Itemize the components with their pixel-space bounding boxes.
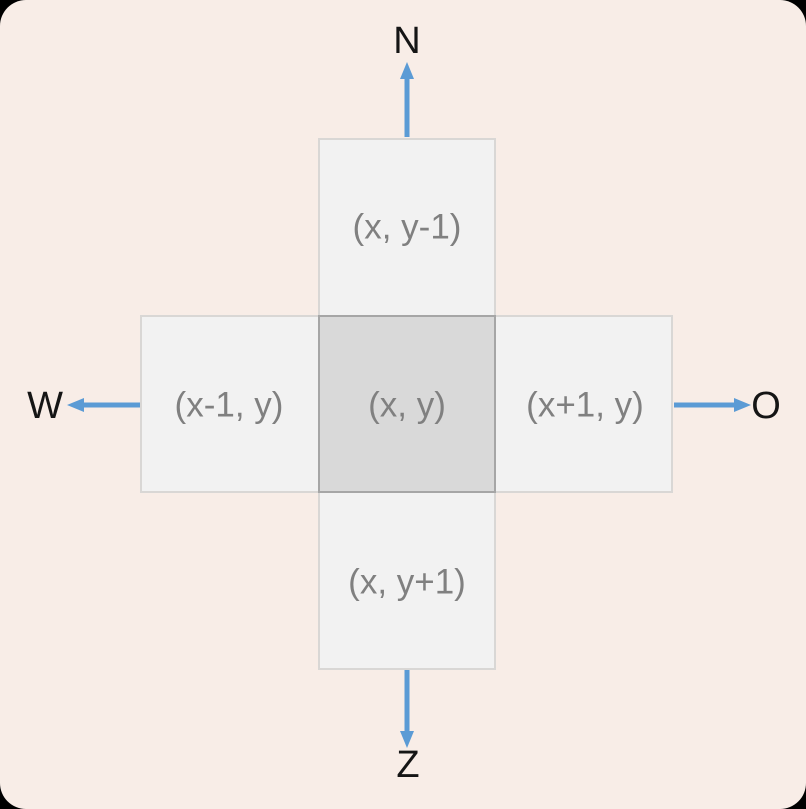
arrow-down-icon xyxy=(400,670,414,748)
cell-label-center: (x, y) xyxy=(368,385,446,425)
arrow-up-icon xyxy=(400,62,414,137)
compass-label-east: O xyxy=(751,385,781,427)
compass-label-south: Z xyxy=(396,744,420,786)
compass-label-west: W xyxy=(27,385,63,427)
cell-label-north: (x, y-1) xyxy=(352,207,462,247)
compass-label-north: N xyxy=(393,20,421,62)
cell-label-west: (x-1, y) xyxy=(174,385,284,425)
cell-label-east: (x+1, y) xyxy=(526,385,644,425)
cell-label-south: (x, y+1) xyxy=(348,562,466,602)
center-cell xyxy=(318,315,496,493)
arrow-left-icon xyxy=(67,398,140,412)
arrow-right-icon xyxy=(674,398,751,412)
